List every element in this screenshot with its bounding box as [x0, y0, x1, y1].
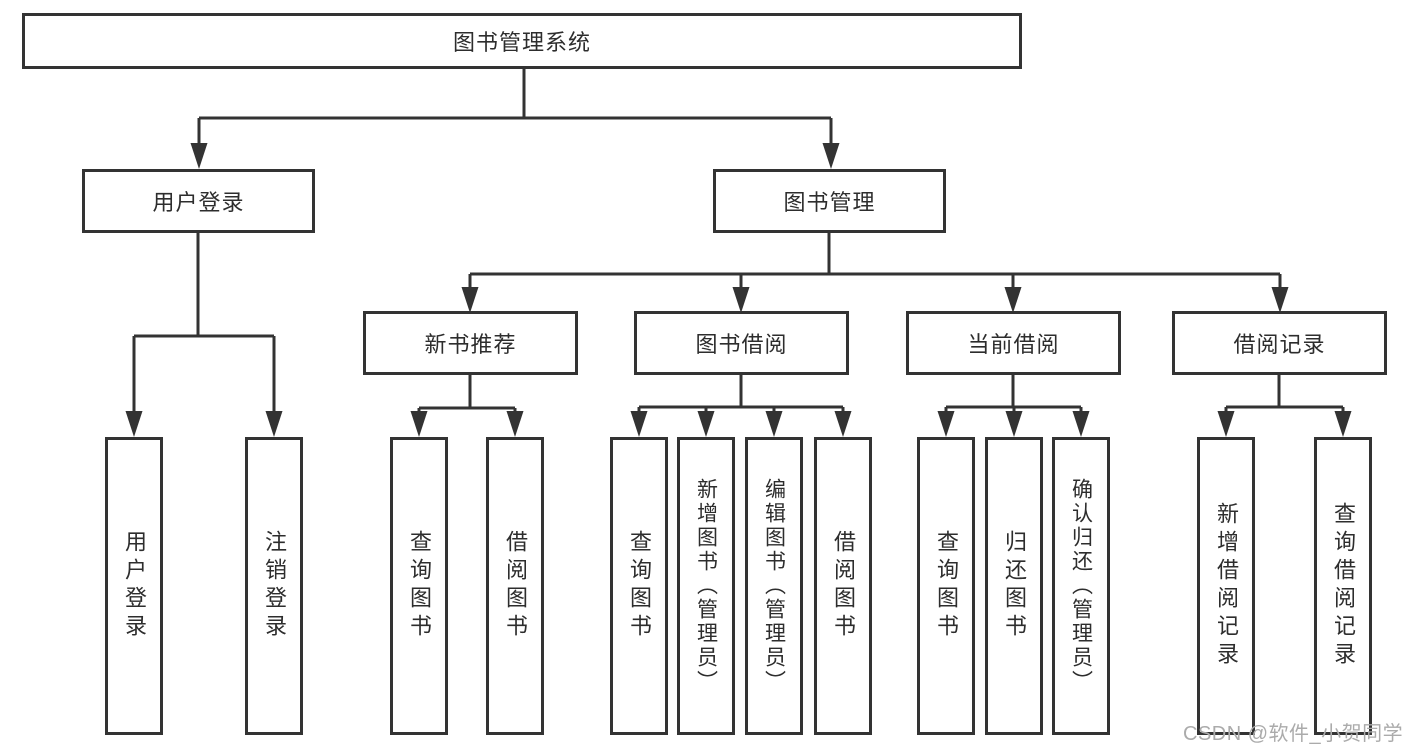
connector-borrowing-records-to-leaves	[1217, 375, 1352, 437]
leaf-query-books-current: 查询图书	[917, 437, 975, 735]
node-book-management: 图书管理	[713, 169, 946, 233]
leaf-add-books-admin: 新增图书（管理员）	[677, 437, 735, 735]
node-new-book-recommend: 新书推荐	[363, 311, 578, 375]
leaf-return-books: 归还图书	[985, 437, 1043, 735]
connector-book-management-to-level3	[461, 233, 1289, 313]
connector-root-to-level2	[190, 69, 840, 169]
leaf-query-borrow-record: 查询借阅记录	[1314, 437, 1372, 735]
leaf-add-borrow-record: 新增借阅记录	[1197, 437, 1255, 735]
leaf-logout: 注销登录	[245, 437, 303, 735]
leaf-edit-books-admin: 编辑图书（管理员）	[745, 437, 803, 735]
leaf-user-login: 用户登录	[105, 437, 163, 735]
leaf-query-books-borrowing: 查询图书	[610, 437, 668, 735]
connector-book-borrowing-to-leaves	[630, 375, 852, 437]
connector-new-book-recommend-to-leaves	[410, 375, 524, 437]
node-borrowing-records: 借阅记录	[1172, 311, 1387, 375]
leaf-confirm-return-admin: 确认归还（管理员）	[1052, 437, 1110, 735]
leaf-query-books-recommend: 查询图书	[390, 437, 448, 735]
node-root-library-system: 图书管理系统	[22, 13, 1022, 69]
node-user-login: 用户登录	[82, 169, 315, 233]
leaf-borrow-books-recommend: 借阅图书	[486, 437, 544, 735]
connector-current-borrowing-to-leaves	[937, 375, 1090, 437]
leaf-borrow-books-borrowing: 借阅图书	[814, 437, 872, 735]
csdn-watermark: CSDN @软件_小贺同学	[1183, 723, 1404, 745]
node-current-borrowing: 当前借阅	[906, 311, 1121, 375]
node-book-borrowing: 图书借阅	[634, 311, 849, 375]
connector-user-login-to-leaves	[125, 233, 283, 437]
